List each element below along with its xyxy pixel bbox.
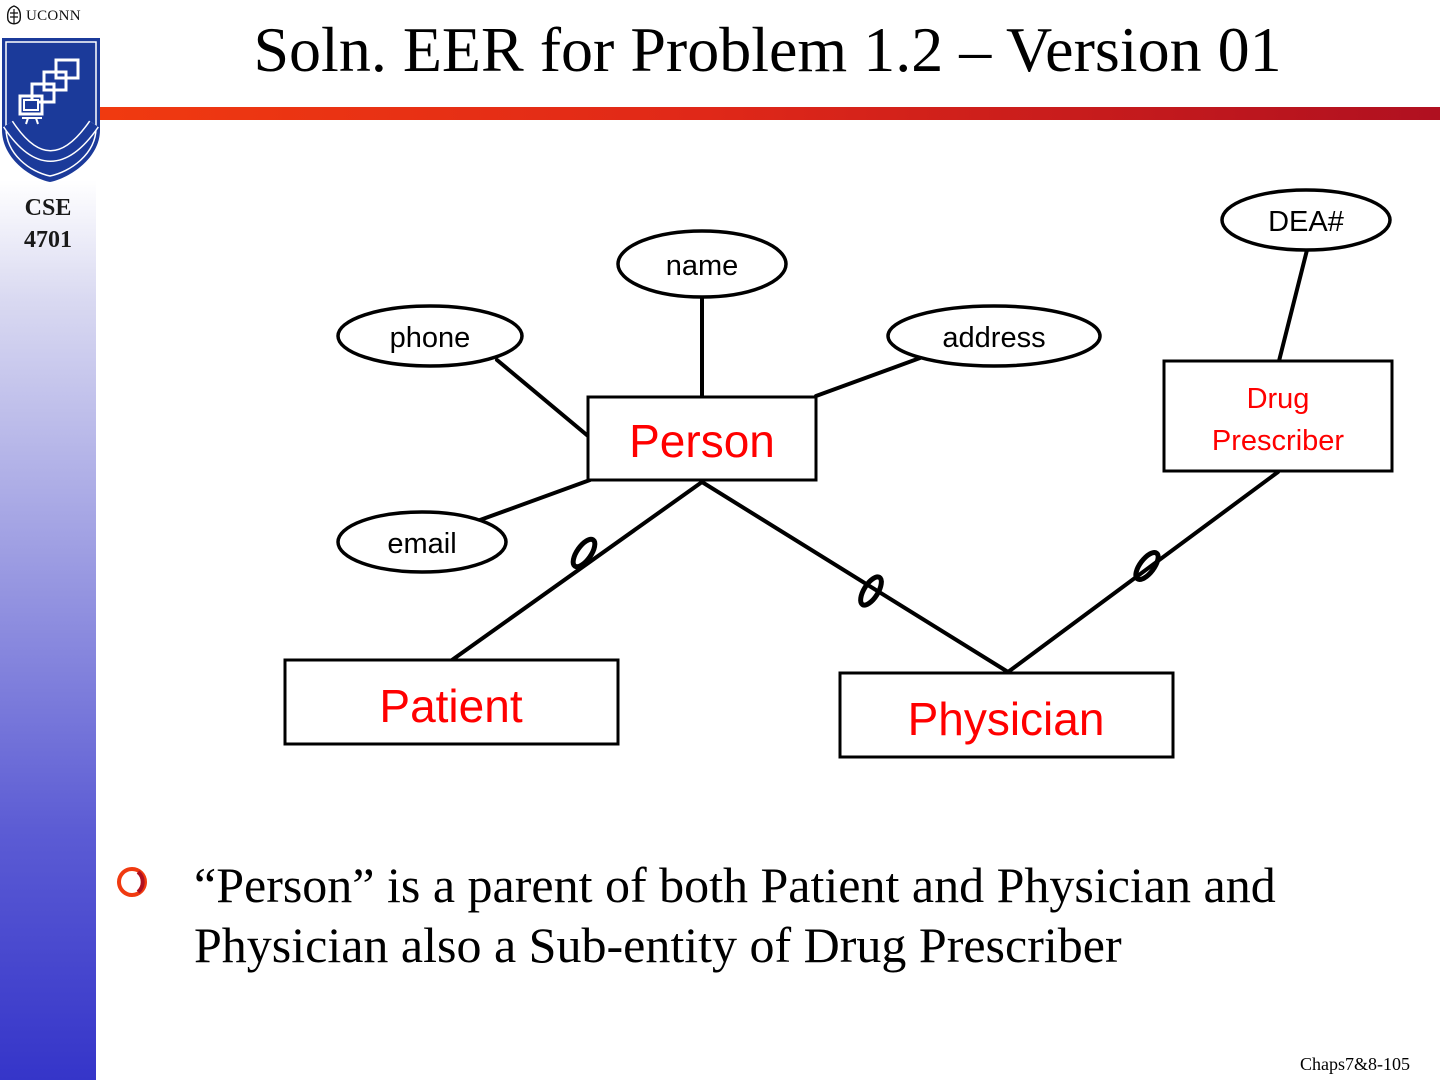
- course-code: CSE 4701: [0, 192, 96, 256]
- connector-address-person: [814, 356, 922, 398]
- uconn-crest-icon: [6, 5, 22, 25]
- attribute-dea-label: DEA#: [1268, 206, 1344, 238]
- connector-email-person: [478, 478, 592, 522]
- course-code-line2: 4701: [24, 227, 72, 253]
- uconn-wordmark-text: UCONN: [26, 8, 81, 24]
- uconn-wordmark: UCONN: [4, 4, 100, 28]
- subset-marker-patient: [570, 536, 598, 570]
- entity-person: Person: [586, 395, 818, 482]
- subset-markers: [570, 536, 1161, 608]
- connector-dea-drugprescriber: [1277, 248, 1309, 363]
- attribute-email: email: [336, 510, 508, 574]
- attribute-address-label: address: [942, 322, 1045, 354]
- connector-person-physician: [700, 480, 1010, 674]
- diagram-connectors: [450, 248, 1309, 674]
- attribute-address: address: [886, 304, 1102, 368]
- entity-person-label: Person: [629, 415, 775, 467]
- entity-physician: Physician: [838, 671, 1175, 759]
- attribute-name: name: [616, 229, 788, 299]
- entity-patient: Patient: [283, 658, 620, 746]
- attribute-email-label: email: [387, 528, 456, 560]
- bullet-text: “Person” is a parent of both Patient and…: [194, 857, 1276, 973]
- subset-marker-physician: [858, 574, 884, 608]
- attribute-phone-label: phone: [390, 322, 471, 354]
- slide-title: Soln. EER for Problem 1.2 – Version 01: [253, 14, 1282, 85]
- subset-marker-drugprescriber: [1133, 550, 1161, 582]
- entity-drug-prescriber-label-line1: Drug: [1247, 383, 1310, 415]
- attribute-dea: DEA#: [1220, 188, 1392, 252]
- sidebar: UCONN CSE 4701: [0, 0, 100, 1080]
- attribute-name-label: name: [666, 250, 739, 282]
- connector-person-patient: [450, 480, 704, 662]
- connector-drugprescriber-physician: [1006, 470, 1280, 674]
- entity-drug-prescriber-label-line2: Prescriber: [1212, 425, 1344, 457]
- title-underline-bar: [100, 107, 1440, 120]
- hollow-circle-bullet-icon: [117, 867, 147, 897]
- connector-phone-person: [495, 358, 590, 438]
- entity-patient-label: Patient: [379, 680, 522, 732]
- course-code-line1: CSE: [24, 195, 72, 221]
- entity-physician-label: Physician: [908, 693, 1105, 745]
- cse-seal-icon: [2, 38, 100, 182]
- entity-drug-prescriber: Drug Prescriber: [1162, 359, 1394, 473]
- footer-page-number: Chaps7&8-105: [1300, 1054, 1410, 1074]
- attribute-phone: phone: [336, 304, 524, 368]
